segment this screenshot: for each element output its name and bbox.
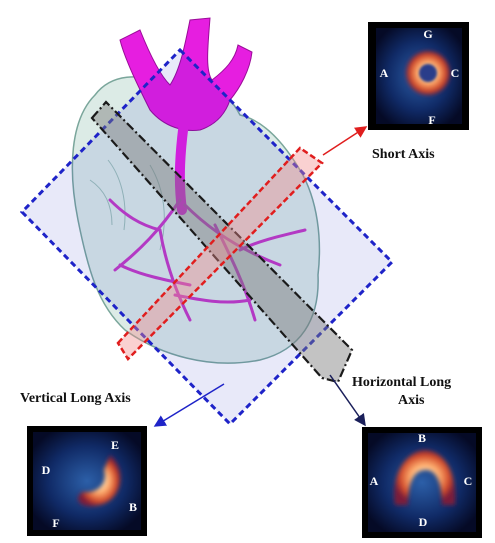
horizontal-long-axis-label-bottom: D (419, 515, 428, 529)
vertical-long-axis-label-right: B (129, 500, 137, 514)
short-axis-arrow (323, 127, 366, 155)
short-axis-label-right: C (451, 66, 460, 80)
horizontal-long-axis-label-right: C (464, 474, 473, 488)
horizontal-long-axis-scan: B A C D (362, 427, 482, 538)
horizontal-long-axis-label-top: B (418, 431, 426, 445)
horizontal-long-axis-caption-line1: Horizontal Long (352, 375, 451, 391)
vertical-long-axis-label-bottom: F (52, 516, 59, 530)
short-axis-caption: Short Axis (372, 147, 435, 163)
short-axis-scan: G A C F (368, 22, 469, 130)
vertical-long-axis-scan: E D B F (27, 426, 147, 536)
horizontal-long-axis-label-left: A (370, 474, 379, 488)
vertical-long-axis-caption: Vertical Long Axis (20, 391, 131, 407)
vertical-long-axis-label-top-right: E (111, 438, 119, 452)
short-axis-label-left: A (380, 66, 389, 80)
short-axis-label-top: G (423, 27, 432, 41)
horizontal-long-axis-caption-line2: Axis (398, 393, 424, 409)
vertical-long-axis-label-left: D (42, 463, 51, 477)
short-axis-label-bottom: F (428, 113, 435, 127)
